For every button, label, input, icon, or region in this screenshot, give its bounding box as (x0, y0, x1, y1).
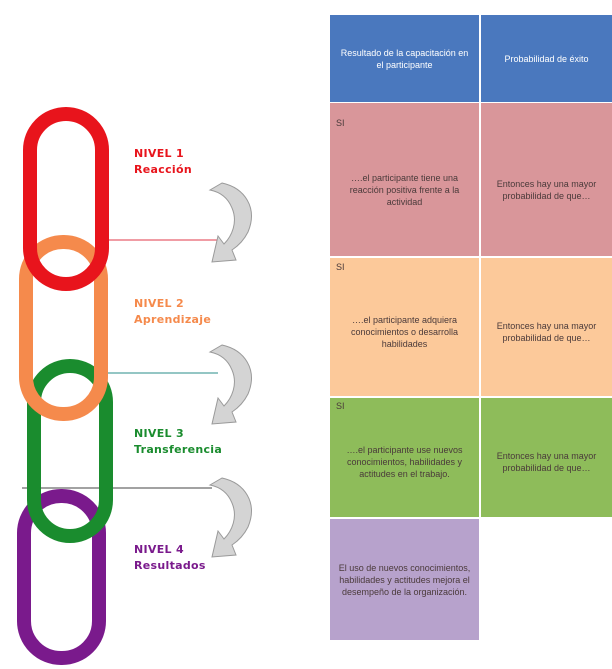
level-4-name: Resultados (134, 559, 206, 572)
level-2-number: NIVEL 2 (134, 297, 184, 310)
level-1-number: NIVEL 1 (134, 147, 184, 160)
level-3-name: Transferencia (134, 443, 223, 456)
table-row3-col1 (330, 398, 479, 517)
level-3-label: NIVEL 3 Transferencia (134, 426, 222, 458)
level-4-number: NIVEL 4 (134, 543, 184, 556)
row3-col1-text: ….el participante use nuevos conocimient… (346, 445, 463, 479)
level-2-name: Aprendizaje (134, 313, 212, 326)
chain-link-2 (19, 235, 108, 421)
table-final-cell (330, 519, 479, 640)
curved-arrow-3 (208, 477, 252, 558)
header-result-text: Resultado de la capacitación en el parti… (340, 47, 469, 70)
row1-col2-text: Entonces hay una mayor probabilidad de q… (496, 179, 597, 201)
level-2-label: NIVEL 2 Aprendizaje (134, 296, 211, 328)
level-1-label: NIVEL 1 Reacción (134, 146, 192, 178)
row1-si-label: SI (336, 118, 345, 128)
row3-col2-text: Entonces hay una mayor probabilidad de q… (496, 451, 597, 473)
row2-col1-text: ….el participante adquiera conocimientos… (350, 315, 459, 349)
chain-link-3 (27, 359, 113, 543)
table-row1-col2 (481, 103, 612, 256)
row1-col1-text: ….el participante tiene una reacción pos… (349, 173, 460, 207)
table-header-col1 (330, 15, 479, 102)
header-probability-text: Probabilidad de éxito (504, 53, 589, 64)
table-row1-col1 (330, 103, 479, 256)
row3-si-label: SI (336, 401, 345, 411)
chain-link-4 (17, 489, 106, 665)
row2-si-label: SI (336, 262, 345, 272)
chain-link-1 (23, 107, 109, 291)
table-header-col2 (481, 15, 612, 102)
table-row3-col2 (481, 398, 612, 517)
row2-col2-text: Entonces hay una mayor probabilidad de q… (496, 321, 597, 343)
level-4-label: NIVEL 4 Resultados (134, 542, 206, 574)
table-row2-col1 (330, 258, 479, 396)
curved-arrow-1 (208, 182, 252, 263)
final-cell-text: El uso de nuevos conocimientos, habilida… (338, 562, 471, 597)
level-3-number: NIVEL 3 (134, 427, 184, 440)
table-row2-col2 (481, 258, 612, 396)
level-1-name: Reacción (134, 163, 192, 176)
curved-arrow-2 (208, 344, 252, 425)
